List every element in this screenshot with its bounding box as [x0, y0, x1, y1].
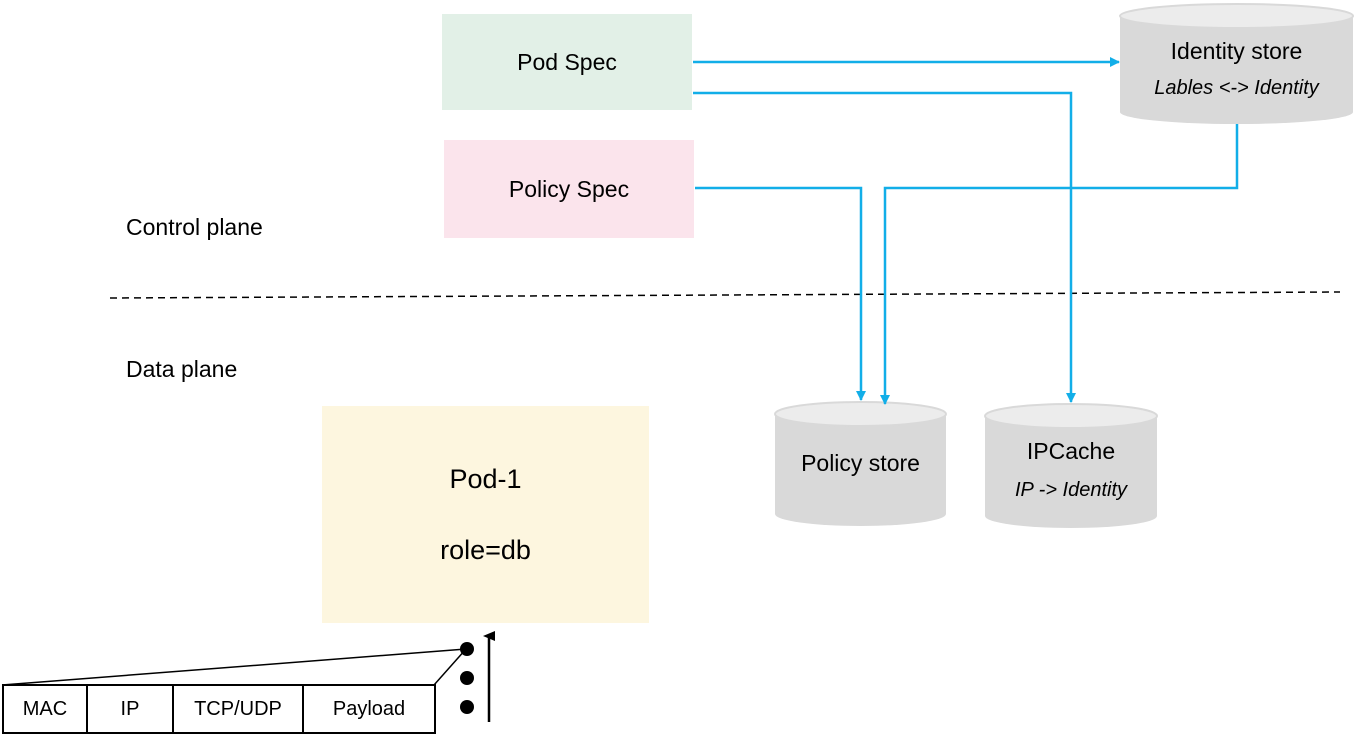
policy-spec-label: Policy Spec — [508, 175, 630, 202]
policy-store-title: Policy store — [801, 450, 920, 476]
packet-headers: MAC IP TCP/UDP Payload — [2, 684, 436, 734]
ipcache-subtitle: IP -> Identity — [1014, 479, 1128, 501]
identity-store-cylinder — [1119, 3, 1354, 125]
ipcache-title: IPCache — [1026, 438, 1116, 464]
identity-store-title: Identity store — [1170, 38, 1303, 64]
pod-spec-box — [442, 14, 692, 110]
packet-expand-line-left — [1, 648, 467, 686]
arrow-policyspec-to-policystore — [695, 186, 866, 401]
packet-field-payload: Payload — [332, 697, 406, 720]
packet-dot-1 — [460, 642, 474, 656]
packet-field-mac: MAC — [4, 686, 88, 732]
arrow-identity-to-policystore — [880, 124, 1239, 405]
identity-store-subtitle: Lables <-> Identity — [1154, 77, 1319, 99]
arrow-podspec-to-ipcache — [693, 91, 1076, 403]
policy-store-cylinder — [774, 401, 947, 526]
packet-field-ip: IP — [88, 686, 174, 732]
pod-spec-label: Pod Spec — [517, 48, 617, 75]
plane-divider — [109, 291, 1341, 299]
pod-1-box — [322, 406, 649, 623]
packet-field-tcp-udp: TCP/UDP — [174, 686, 304, 732]
policy-store: Policy store — [775, 450, 946, 477]
pod-name: Pod-1 — [449, 463, 522, 494]
ipcache-cylinder — [984, 403, 1158, 528]
identity-store: Identity store Lables <-> Identity — [1120, 38, 1353, 100]
packet-dot-2 — [460, 671, 474, 685]
ipcache-store: IPCache IP -> Identity — [985, 438, 1157, 502]
policy-spec-box — [444, 140, 694, 238]
pod-label: role=db — [440, 534, 531, 565]
packet-dot-3 — [460, 700, 474, 714]
packet-expand-line-right — [433, 648, 467, 686]
control-plane-label: Control plane — [126, 214, 263, 240]
data-plane-label: Data plane — [126, 356, 238, 382]
pod-1: Pod-1 role=db — [322, 406, 649, 623]
